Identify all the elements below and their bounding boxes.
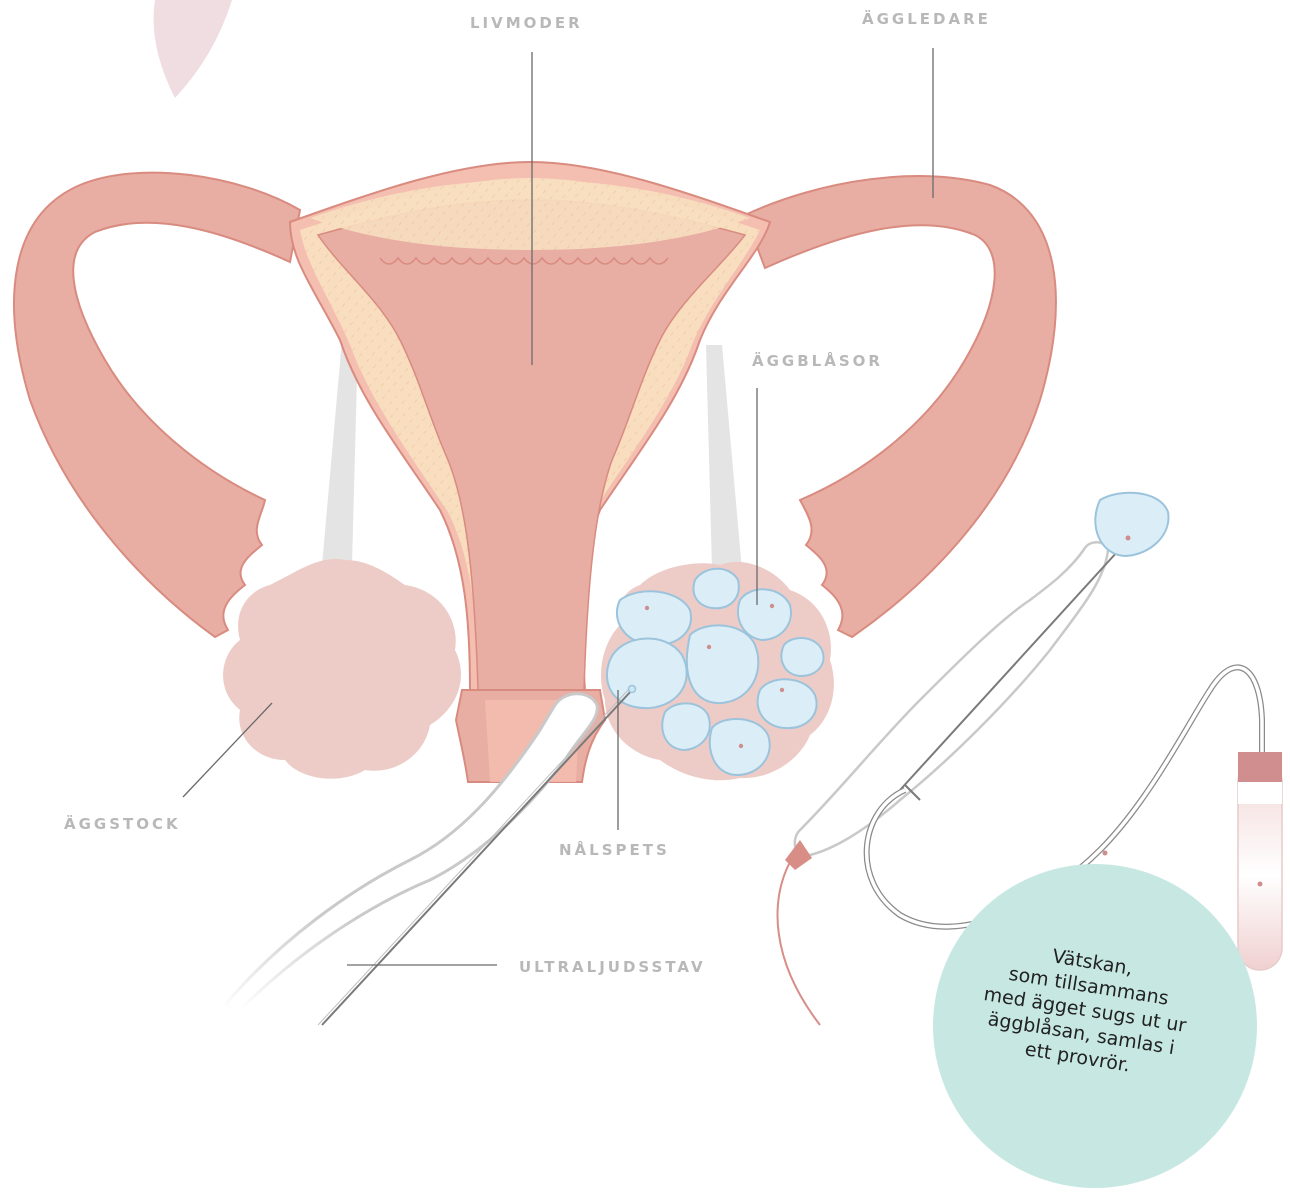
probe-cable — [778, 862, 820, 1025]
needle-right — [900, 540, 1128, 790]
follicle — [694, 569, 739, 608]
follicle — [662, 703, 709, 750]
left-ovary — [223, 559, 461, 779]
follicle — [607, 639, 687, 709]
label-fallopian-tube: ÄGGLEDARE — [862, 10, 991, 28]
needle-tip-dot — [629, 686, 636, 693]
follicle — [781, 638, 823, 676]
label-needle-tip: NÅLSPETS — [559, 841, 670, 859]
follicle — [617, 591, 691, 645]
follicle — [758, 679, 817, 728]
label-follicles: ÄGGBLÅSOR — [752, 352, 883, 370]
right-fallopian-tube — [745, 176, 1056, 637]
label-uterus: LIVMODER — [470, 14, 583, 32]
left-fallopian-tube — [14, 173, 300, 637]
test-tube-cap — [1238, 752, 1282, 782]
label-ovary: ÄGGSTOCK — [64, 815, 181, 833]
decorative-petal — [154, 0, 232, 98]
follicle — [687, 625, 758, 703]
right-ligament — [706, 345, 742, 570]
label-ultrasound-probe: ULTRALJUDSSTAV — [519, 958, 706, 976]
follicle — [738, 589, 791, 640]
aspirated-follicle — [1095, 493, 1168, 556]
